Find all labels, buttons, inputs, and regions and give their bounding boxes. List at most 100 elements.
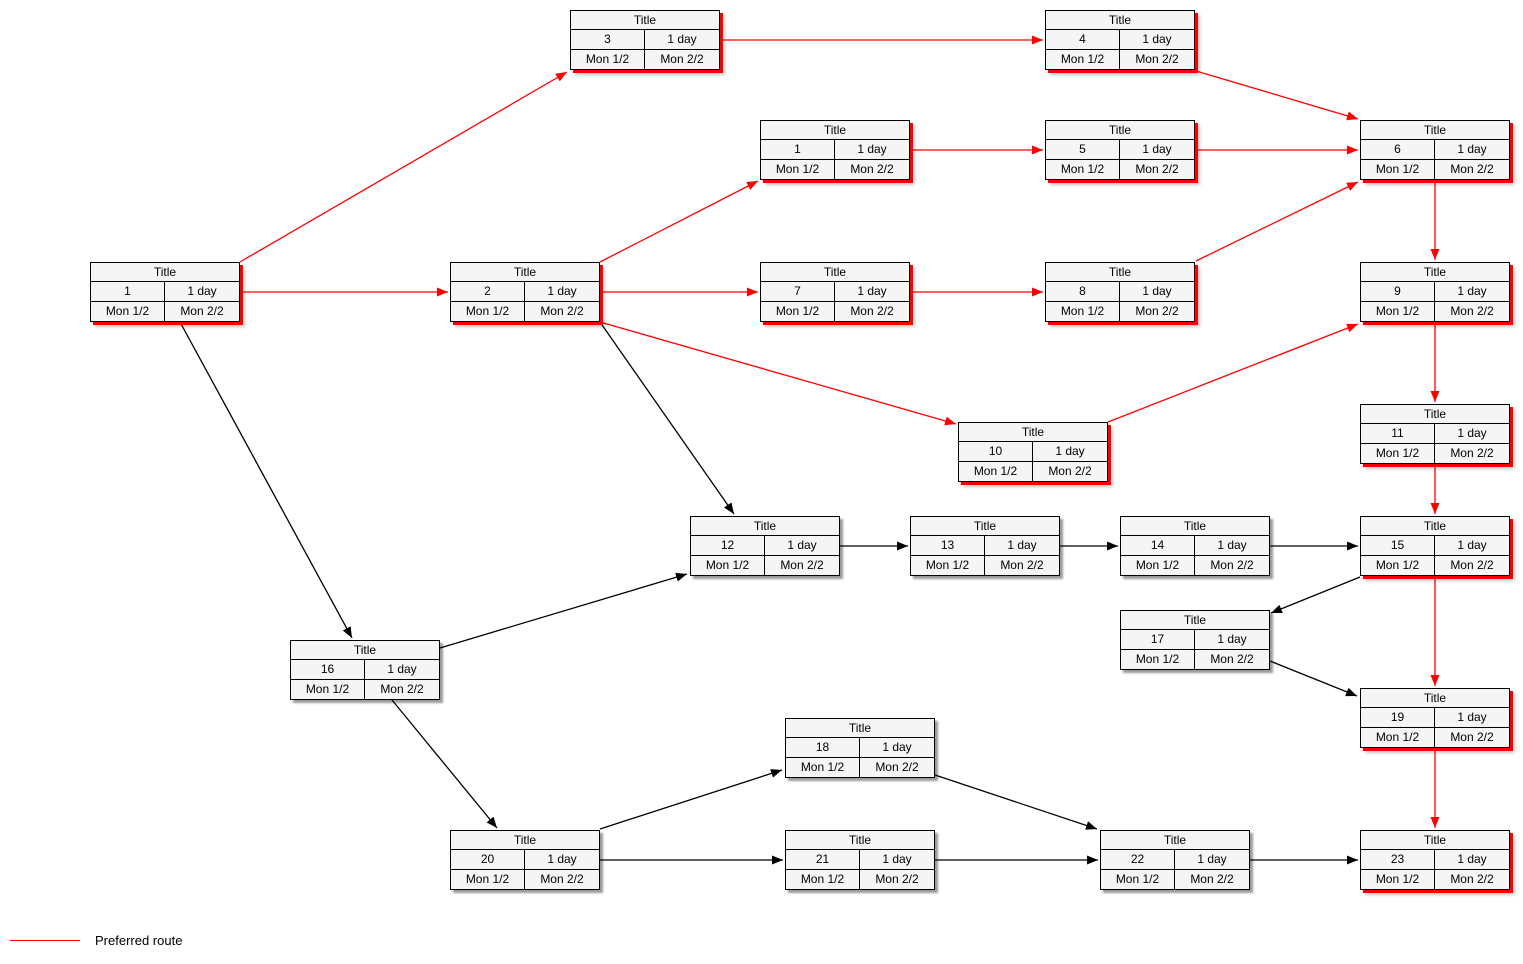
edge-n2-n12[interactable] (599, 321, 735, 515)
task-title: Title (761, 263, 909, 283)
task-number: 8 (1046, 282, 1120, 302)
task-duration: 1 day (1175, 850, 1249, 870)
task-start-date: Mon 1/2 (1046, 301, 1120, 321)
task-number: 3 (571, 30, 645, 50)
task-duration: 1 day (525, 850, 599, 870)
edge-n15-n17[interactable] (1270, 576, 1361, 614)
edge-n16-n12[interactable] (439, 572, 688, 649)
task-title: Title (1046, 11, 1194, 31)
edge-n18-n22[interactable] (934, 774, 1098, 830)
task-duration: 1 day (1435, 282, 1509, 302)
task-start-date: Mon 1/2 (451, 869, 525, 889)
task-end-date: Mon 2/2 (660, 52, 704, 67)
task-number: 14 (1121, 536, 1195, 556)
task-number: 5 (1046, 140, 1120, 160)
edge-n10-n9[interactable] (1107, 323, 1359, 423)
task-start-date: Mon 1/2 (91, 301, 165, 321)
task-title: Title (786, 831, 934, 851)
edge-n4-n6[interactable] (1195, 70, 1359, 121)
edge-n1-n16[interactable] (179, 321, 353, 639)
edge-n2-n1b[interactable] (599, 180, 759, 263)
task-title: Title (1121, 611, 1269, 631)
task-number: 1 (761, 140, 835, 160)
task-end-date: Mon 2/2 (1000, 558, 1044, 573)
task-number: 10 (959, 442, 1033, 462)
task-end-date: Mon 2/2 (180, 304, 224, 319)
task-duration: 1 day (860, 850, 934, 870)
task-title: Title (1361, 263, 1509, 283)
task-start-date: Mon 1/2 (761, 159, 835, 179)
task-end-date: Mon 2/2 (540, 872, 584, 887)
task-title: Title (451, 263, 599, 283)
preferred-route-line-swatch (10, 939, 80, 941)
task-end-date: Mon 2/2 (875, 872, 919, 887)
task-start-date: Mon 1/2 (1101, 869, 1175, 889)
task-title: Title (786, 719, 934, 739)
task-duration: 1 day (365, 660, 439, 680)
task-title: Title (691, 517, 839, 537)
task-start-date: Mon 1/2 (691, 555, 765, 575)
task-number: 6 (1361, 140, 1435, 160)
task-start-date: Mon 1/2 (571, 49, 645, 69)
task-end-date: Mon 2/2 (540, 304, 584, 319)
task-number: 9 (1361, 282, 1435, 302)
edge-n17-n19[interactable] (1269, 660, 1358, 697)
task-end-date: Mon 2/2 (1450, 558, 1494, 573)
task-start-date: Mon 1/2 (1361, 727, 1435, 747)
task-start-date: Mon 1/2 (786, 757, 860, 777)
task-end-date: Mon 2/2 (780, 558, 824, 573)
task-end-date: Mon 2/2 (1450, 872, 1494, 887)
task-number: 21 (786, 850, 860, 870)
task-duration: 1 day (1195, 536, 1269, 556)
task-number: 17 (1121, 630, 1195, 650)
edge-n1-n3[interactable] (239, 71, 568, 263)
task-duration: 1 day (985, 536, 1059, 556)
edge-n2-n10[interactable] (599, 321, 957, 426)
task-duration: 1 day (645, 30, 719, 50)
task-end-date: Mon 2/2 (1135, 52, 1179, 67)
task-end-date: Mon 2/2 (850, 304, 894, 319)
task-number: 22 (1101, 850, 1175, 870)
task-title: Title (911, 517, 1059, 537)
task-title: Title (451, 831, 599, 851)
task-number: 12 (691, 536, 765, 556)
task-title: Title (1121, 517, 1269, 537)
task-end-date: Mon 2/2 (1135, 304, 1179, 319)
task-start-date: Mon 1/2 (1046, 159, 1120, 179)
task-duration: 1 day (1435, 850, 1509, 870)
task-title: Title (1361, 517, 1509, 537)
edge-n16-n20[interactable] (391, 699, 498, 829)
task-start-date: Mon 1/2 (1361, 555, 1435, 575)
task-end-date: Mon 2/2 (380, 682, 424, 697)
edge-n20-n18[interactable] (599, 769, 783, 830)
task-start-date: Mon 1/2 (761, 301, 835, 321)
task-title: Title (959, 423, 1107, 443)
edge-n8-n6[interactable] (1195, 181, 1359, 262)
task-start-date: Mon 1/2 (1046, 49, 1120, 69)
task-title: Title (91, 263, 239, 283)
